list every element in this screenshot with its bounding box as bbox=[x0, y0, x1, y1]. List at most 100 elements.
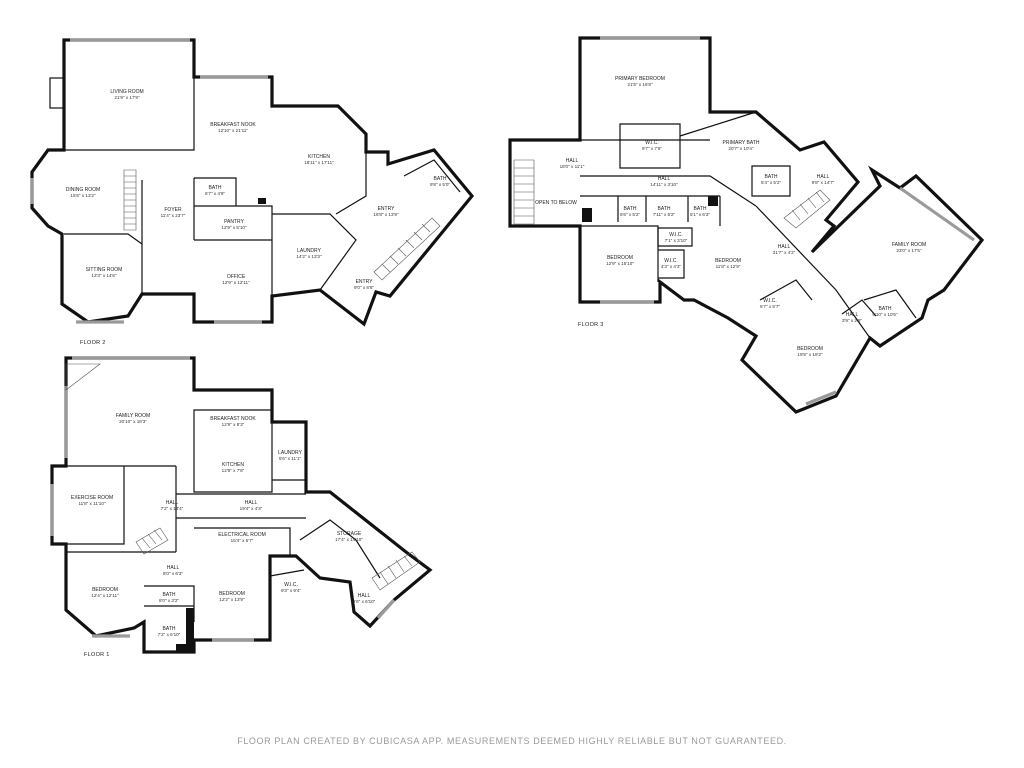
room-dim: 21'5" x 16'8" bbox=[627, 82, 653, 87]
stairs-icon bbox=[123, 169, 441, 281]
room-name: FOYER bbox=[164, 207, 182, 213]
room-dim: 14'11" x 3'10" bbox=[650, 182, 678, 187]
room-dim: 5'4" x 5'2" bbox=[761, 180, 781, 185]
room-name: BATH bbox=[879, 306, 892, 312]
room-dim: 11'4" x 23'7" bbox=[161, 213, 186, 218]
room-dim: 9'7" x 7'6" bbox=[642, 146, 662, 151]
floor-2-plan bbox=[30, 38, 475, 327]
room-dim: 12'9" x 8'3" bbox=[222, 422, 245, 427]
room-dim: 8'0" x 3'2" bbox=[159, 598, 179, 603]
room-name: HALL bbox=[846, 312, 859, 318]
room-dim: 19'5" x 19'2" bbox=[797, 352, 823, 357]
room-dim: 12'2" x 13'9" bbox=[219, 597, 245, 602]
room-name: BATH bbox=[209, 185, 222, 191]
room-dim: 15'4" x 5'7" bbox=[231, 538, 254, 543]
room-dim: 8'0" x 6'3" bbox=[163, 571, 183, 576]
room-name: HALL bbox=[245, 500, 258, 506]
room-dim: 7'11" x 5'2" bbox=[653, 212, 676, 217]
room-name: HALL bbox=[658, 176, 671, 182]
room-name: BEDROOM bbox=[219, 591, 245, 597]
room-name: BEDROOM bbox=[715, 258, 741, 264]
room-dim: 31'7" x 4'2" bbox=[773, 250, 796, 255]
room-name: PRIMARY BEDROOM bbox=[615, 76, 665, 82]
room-dim: 9'8" x 5'0" bbox=[430, 182, 450, 187]
room-dim: 5'6" x 5'2" bbox=[620, 212, 640, 217]
room-name: W.I.C. bbox=[669, 232, 683, 238]
room-name: ELECTRICAL ROOM bbox=[218, 532, 266, 538]
floor-label: FLOOR 1 bbox=[84, 652, 110, 658]
room-name: W.I.C. bbox=[664, 258, 678, 264]
room-name: LAUNDRY bbox=[297, 248, 321, 254]
room-name: LAUNDRY bbox=[278, 450, 302, 456]
room-name: W.I.C. bbox=[763, 298, 777, 304]
room-dim: 7'2" x 13'4" bbox=[161, 506, 184, 511]
disclaimer-text: FLOOR PLAN CREATED BY CUBICASA APP. MEAS… bbox=[237, 736, 787, 746]
room-name: SITTING ROOM bbox=[86, 267, 123, 273]
room-name: BEDROOM bbox=[607, 255, 633, 261]
room-name: FAMILY ROOM bbox=[892, 242, 926, 248]
room-dim: 17'4" x 14'10" bbox=[335, 537, 363, 542]
room-name: W.I.C. bbox=[645, 140, 659, 146]
room-name: HALL bbox=[566, 158, 579, 164]
room-name: OPEN TO BELOW bbox=[535, 200, 577, 206]
room-dim: 9'6" x 6'10" bbox=[353, 599, 376, 604]
floor-1-labels: FAMILY ROOM 20'10" x 18'3" BREAKFAST NOO… bbox=[71, 413, 376, 658]
stairs-icon bbox=[65, 363, 421, 591]
room-dim: 12'9" x 5'10" bbox=[221, 225, 247, 230]
room-dim: 23'0" x 17'5" bbox=[896, 248, 922, 253]
room-dim: 9'0" x 8'8" bbox=[354, 285, 374, 290]
room-name: BREAKFAST NOOK bbox=[210, 122, 256, 128]
room-dim: 7'2" x 6'10" bbox=[158, 632, 181, 637]
room-dim: 19'4" x 4'3" bbox=[240, 506, 263, 511]
room-dim: 12'9" x 7'8" bbox=[222, 468, 245, 473]
room-dim: 5'1" x 6'3" bbox=[690, 212, 710, 217]
room-name: BEDROOM bbox=[92, 587, 118, 593]
stairs-icon bbox=[513, 159, 831, 229]
room-name: BATH bbox=[163, 626, 176, 632]
room-name: PANTRY bbox=[224, 219, 244, 225]
room-dim: 13'3" x 14'6" bbox=[91, 273, 117, 278]
room-name: OFFICE bbox=[227, 274, 246, 280]
room-name: BATH bbox=[658, 206, 671, 212]
room-dim: 7'1" x 3'10" bbox=[665, 238, 688, 243]
floor-label: FLOOR 2 bbox=[80, 340, 106, 346]
floor-2-labels: LIVING ROOM 21'9" x 17'9" BREAKFAST NOOK… bbox=[66, 89, 451, 346]
room-dim: 3'9" x 2'9" bbox=[842, 318, 862, 323]
room-dim: 5'7" x 5'7" bbox=[760, 304, 780, 309]
room-name: HALL bbox=[167, 565, 180, 571]
room-name: BATH bbox=[765, 174, 778, 180]
room-dim: 4'3" x 4'3" bbox=[661, 264, 681, 269]
room-name: BEDROOM bbox=[797, 346, 823, 352]
room-dim: 12'4" x 12'11" bbox=[91, 593, 119, 598]
room-dim: 21'9" x 17'9" bbox=[114, 95, 140, 100]
room-dim: 20'7" x 10'4" bbox=[728, 146, 754, 151]
room-name: LIVING ROOM bbox=[110, 89, 143, 95]
room-dim: 12'9" x 15'10" bbox=[606, 261, 634, 266]
room-name: ENTRY bbox=[356, 279, 374, 285]
room-dim: 12'10" x 21'11" bbox=[218, 128, 248, 133]
room-dim: 5'6" x 11'1" bbox=[279, 456, 302, 461]
room-dim: 11'8" x 12'9" bbox=[716, 264, 741, 269]
room-name: KITCHEN bbox=[308, 154, 330, 160]
room-name: BREAKFAST NOOK bbox=[210, 416, 256, 422]
room-name: W.I.C. bbox=[284, 582, 298, 588]
room-name: KITCHEN bbox=[222, 462, 244, 468]
room-name: BATH bbox=[434, 176, 447, 182]
floor-1-plan bbox=[50, 356, 433, 654]
floor-3-labels: PRIMARY BEDROOM 21'5" x 16'8" W.I.C. 9'7… bbox=[535, 76, 926, 357]
room-name: STORAGE bbox=[337, 531, 362, 537]
room-name: BATH bbox=[163, 592, 176, 598]
room-dim: 14'2" x 13'3" bbox=[296, 254, 322, 259]
room-dim: 18'11" x 17'11" bbox=[304, 160, 334, 165]
room-dim: 20'10" x 18'3" bbox=[119, 419, 147, 424]
room-name: EXERCISE ROOM bbox=[71, 495, 113, 501]
room-name: BATH bbox=[694, 206, 707, 212]
room-dim: 9'3" x 9'4" bbox=[281, 588, 301, 593]
room-dim: 6'7" x 4'9" bbox=[205, 191, 225, 196]
room-dim: 11'8" x 11'10" bbox=[78, 501, 105, 506]
room-dim: 9'8" x 14'7" bbox=[812, 180, 835, 185]
room-dim: 16'8" x 13'9" bbox=[373, 212, 399, 217]
room-dim: 12'9" x 12'11" bbox=[222, 280, 250, 285]
room-name: HALL bbox=[817, 174, 830, 180]
